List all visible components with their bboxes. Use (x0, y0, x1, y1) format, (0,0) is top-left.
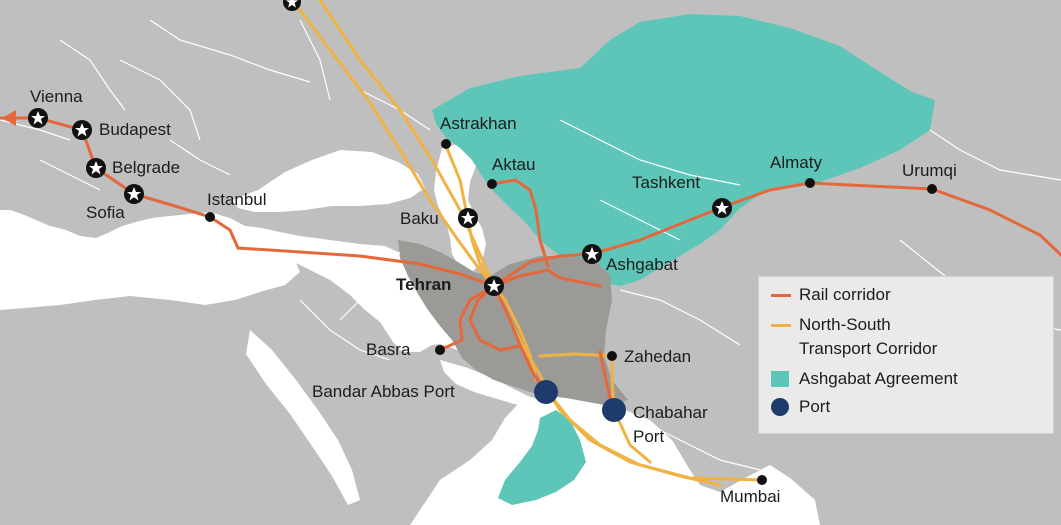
legend-rail-label: Rail corridor (799, 285, 891, 304)
tashkent-label: Tashkent (632, 173, 700, 192)
legend-port-swatch (771, 398, 789, 416)
legend-nstc-label-1: North-South (799, 315, 891, 334)
chabahar-label: Chabahar (633, 403, 708, 422)
map-legend: Rail corridor North-South Transport Corr… (758, 276, 1054, 434)
sofia-label: Sofia (86, 203, 125, 222)
zahedan-marker (607, 351, 617, 361)
persian-gulf (440, 360, 540, 408)
astrakhan-marker (441, 139, 451, 149)
mediterranean-sea (0, 232, 300, 310)
legend-port-label: Port (799, 397, 831, 416)
urumqi-label: Urumqi (902, 161, 957, 180)
legend-rail-swatch (771, 294, 791, 297)
budapest-star-marker (72, 120, 92, 140)
top-star-marker (283, 0, 301, 11)
belgrade-star-marker (86, 158, 106, 178)
chabahar-port-label: Port (633, 427, 664, 446)
istanbul-marker (205, 212, 215, 222)
budapest-label: Budapest (99, 120, 171, 139)
almaty-marker (805, 178, 815, 188)
basra-marker (435, 345, 445, 355)
basra-label: Basra (366, 340, 411, 359)
zahedan-label: Zahedan (624, 347, 691, 366)
dot-markers (205, 139, 937, 485)
star-markers (28, 0, 732, 296)
baku-label: Baku (400, 209, 439, 228)
black-sea (232, 150, 425, 212)
vienna-label: Vienna (30, 87, 83, 106)
sofia-star-marker (124, 184, 144, 204)
chabahar-port-marker (602, 398, 626, 422)
ashgabat-star-marker (582, 244, 602, 264)
bandar-abbas-port-marker (534, 380, 558, 404)
mumbai-label: Mumbai (720, 487, 780, 506)
tehran-star-marker (484, 276, 504, 296)
legend-ashgabat-label: Ashgabat Agreement (799, 369, 958, 388)
ashgabat-region-central-asia (432, 14, 935, 286)
urumqi-marker (927, 184, 937, 194)
aktau-marker (487, 179, 497, 189)
tashkent-star-marker (712, 198, 732, 218)
bandar-abbas-port-label: Bandar Abbas Port (312, 382, 455, 401)
rail-arrow-left-icon (2, 110, 16, 126)
legend-nstc-label-2: Transport Corridor (799, 339, 938, 358)
legend-ashgabat-swatch (771, 371, 789, 387)
baku-star-marker (458, 208, 478, 228)
belgrade-label: Belgrade (112, 158, 180, 177)
red-sea (246, 330, 360, 505)
tehran-label: Tehran (396, 275, 451, 294)
city-labels: Vienna Budapest Belgrade Sofia Istanbul … (30, 87, 957, 506)
mumbai-marker (757, 475, 767, 485)
aktau-label: Aktau (492, 155, 535, 174)
istanbul-label: Istanbul (207, 190, 267, 209)
ashgabat-region-oman (498, 410, 586, 505)
almaty-label: Almaty (770, 153, 822, 172)
legend-nstc-swatch (771, 324, 791, 327)
astrakhan-label: Astrakhan (440, 114, 517, 133)
ashgabat-label: Ashgabat (606, 255, 678, 274)
vienna-star-marker (28, 108, 48, 128)
nstc-routes (290, 0, 764, 487)
